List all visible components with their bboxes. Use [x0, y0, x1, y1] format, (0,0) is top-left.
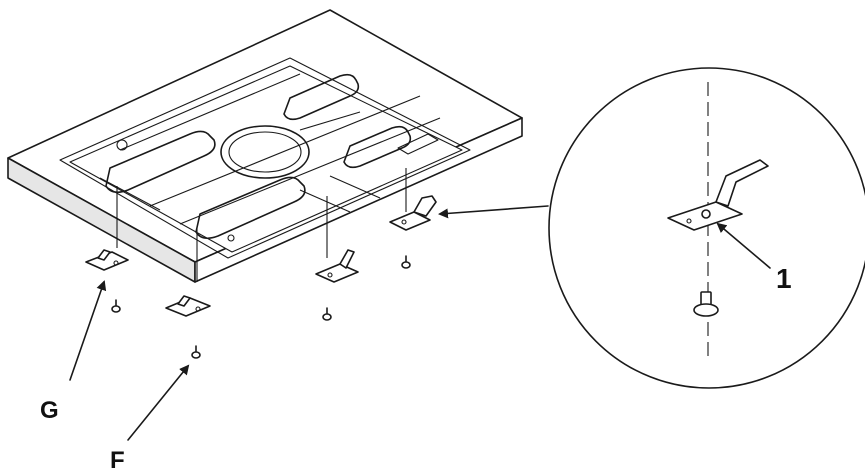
mounting-plate	[99, 73, 441, 242]
screw-g	[111, 299, 121, 313]
arrow-item-1	[716, 222, 771, 269]
detail-view	[548, 67, 865, 389]
arrow-g	[69, 280, 107, 381]
bracket-right	[389, 195, 437, 231]
arrow-to-detail	[438, 205, 549, 219]
bracket-f	[165, 295, 211, 317]
alignment-lines	[116, 168, 407, 282]
label-f: F	[110, 447, 125, 471]
screw-right	[401, 255, 411, 269]
label-detail-number: 1	[776, 263, 792, 294]
screw-f	[191, 345, 201, 359]
arrow-f	[127, 364, 190, 441]
bracket-center	[315, 249, 359, 283]
bracket-g	[85, 249, 129, 271]
ceiling-panel	[7, 9, 523, 283]
label-g: G	[40, 397, 59, 424]
detail-screw	[693, 291, 719, 317]
detail-bracket	[667, 159, 769, 231]
screw-center	[322, 307, 332, 321]
